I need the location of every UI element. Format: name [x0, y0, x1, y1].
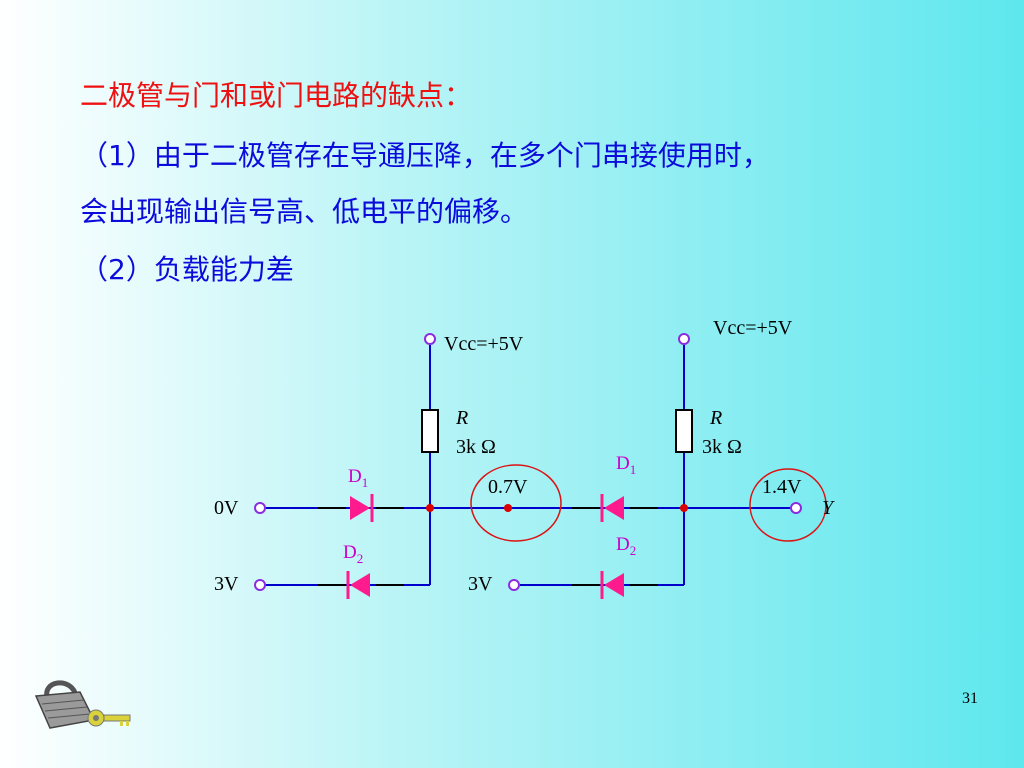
left-input-b-terminal: [254, 579, 266, 591]
left-resistor-value: 3k Ω: [456, 436, 496, 458]
point-2: （2）负载能力差: [80, 253, 294, 286]
right-resistor-name: R: [709, 407, 722, 429]
left-junction-node: [426, 504, 434, 512]
right-output-highlight: [749, 468, 827, 542]
right-black-leads: [572, 507, 658, 586]
slide-number: 31: [962, 690, 978, 707]
left-vcc-label: Vcc=+5V: [444, 333, 524, 355]
left-output-voltage: 0.7V: [488, 476, 528, 498]
right-junction-node: [680, 504, 688, 512]
left-wires: [266, 345, 594, 586]
right-wires: [520, 345, 790, 586]
right-output-terminal: [790, 502, 802, 514]
left-d1-label: D1: [348, 466, 368, 490]
right-output-name: Y: [822, 497, 835, 519]
left-and-gate: Vcc=+5V R 3k Ω D1 D2 0V 3V 0.7V: [214, 333, 594, 599]
padlock-icon: [34, 680, 96, 729]
left-d2-label: D2: [343, 542, 363, 566]
key-icon: [87, 709, 131, 727]
right-diode-d1: [600, 494, 624, 522]
right-vcc-label: Vcc=+5V: [713, 317, 793, 339]
left-resistor-name: R: [455, 407, 468, 429]
right-resistor: [675, 409, 693, 453]
right-d1-label: D1: [616, 453, 636, 477]
point-1-line-1: （1）由于二极管存在导通压降，在多个门串接使用时，: [80, 139, 770, 172]
right-diode-d2: [600, 571, 624, 599]
left-output-node: [504, 504, 512, 512]
right-input-b-label: 3V: [468, 573, 493, 595]
left-diode-d2: [346, 571, 370, 599]
left-input-b-label: 3V: [214, 573, 239, 595]
point-1-line-2: 会出现输出信号高、低电平的偏移。: [80, 195, 529, 228]
left-output-highlight: [470, 464, 562, 542]
right-input-b-terminal: [508, 579, 520, 591]
right-and-gate: Vcc=+5V R 3k Ω D1 D2 3V 1.4V Y: [468, 317, 835, 599]
right-output-voltage: 1.4V: [762, 476, 802, 498]
right-resistor-value: 3k Ω: [702, 436, 742, 458]
left-input-a-label: 0V: [214, 497, 239, 519]
right-vcc-terminal: [678, 333, 690, 345]
left-diode-d1: [350, 494, 374, 522]
slide-heading: 二极管与门和或门电路的缺点：: [80, 79, 473, 112]
left-vcc-terminal: [424, 333, 436, 345]
right-d2-label: D2: [616, 534, 636, 558]
left-black-leads: [318, 507, 404, 586]
left-input-a-terminal: [254, 502, 266, 514]
left-resistor: [421, 409, 439, 453]
